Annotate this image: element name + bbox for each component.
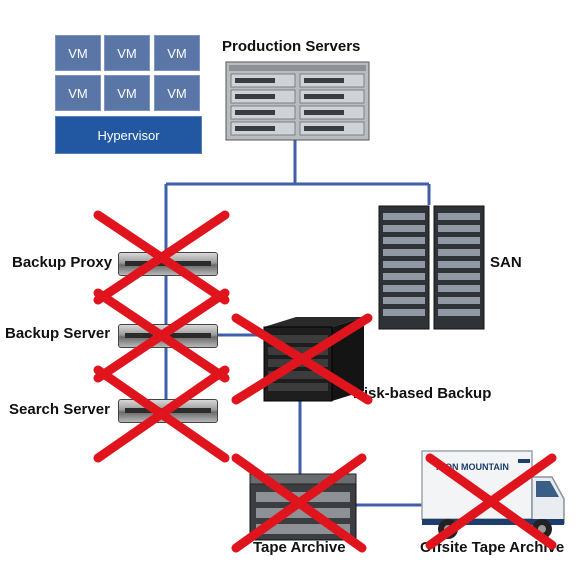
vm-box: VM bbox=[154, 35, 200, 71]
cross-stroke bbox=[231, 453, 367, 553]
vm-box: VM bbox=[55, 35, 101, 71]
search-server-label: Search Server bbox=[9, 401, 110, 418]
disk-backup-label: Disk-based Backup bbox=[353, 385, 492, 402]
cross-stroke bbox=[231, 313, 373, 405]
san-racks bbox=[378, 205, 485, 330]
production-servers-label: Production Servers bbox=[222, 38, 361, 55]
production-servers-chassis bbox=[225, 61, 370, 141]
tape-archive-label: Tape Archive bbox=[253, 539, 346, 556]
hypervisor-bar: Hypervisor bbox=[55, 116, 202, 154]
san-label: SAN bbox=[490, 254, 522, 271]
vm-box: VM bbox=[55, 75, 101, 111]
truck-brand-text: IRON MOUNTAIN bbox=[436, 462, 509, 472]
backup-server-label: Backup Server bbox=[5, 325, 111, 342]
vm-box: VM bbox=[104, 75, 150, 111]
cross-stroke bbox=[93, 210, 230, 305]
cross-stroke bbox=[93, 288, 230, 383]
vm-box: VM bbox=[104, 35, 150, 71]
offsite-tape-archive-label: Offsite Tape Archive bbox=[420, 539, 565, 556]
vm-cluster: VM VM VM VM VM VM Hypervisor bbox=[53, 34, 202, 154]
backup-proxy-label: Backup Proxy bbox=[12, 254, 113, 271]
vm-box: VM bbox=[154, 75, 200, 111]
cross-stroke bbox=[93, 365, 230, 463]
cross-stroke bbox=[425, 453, 557, 550]
